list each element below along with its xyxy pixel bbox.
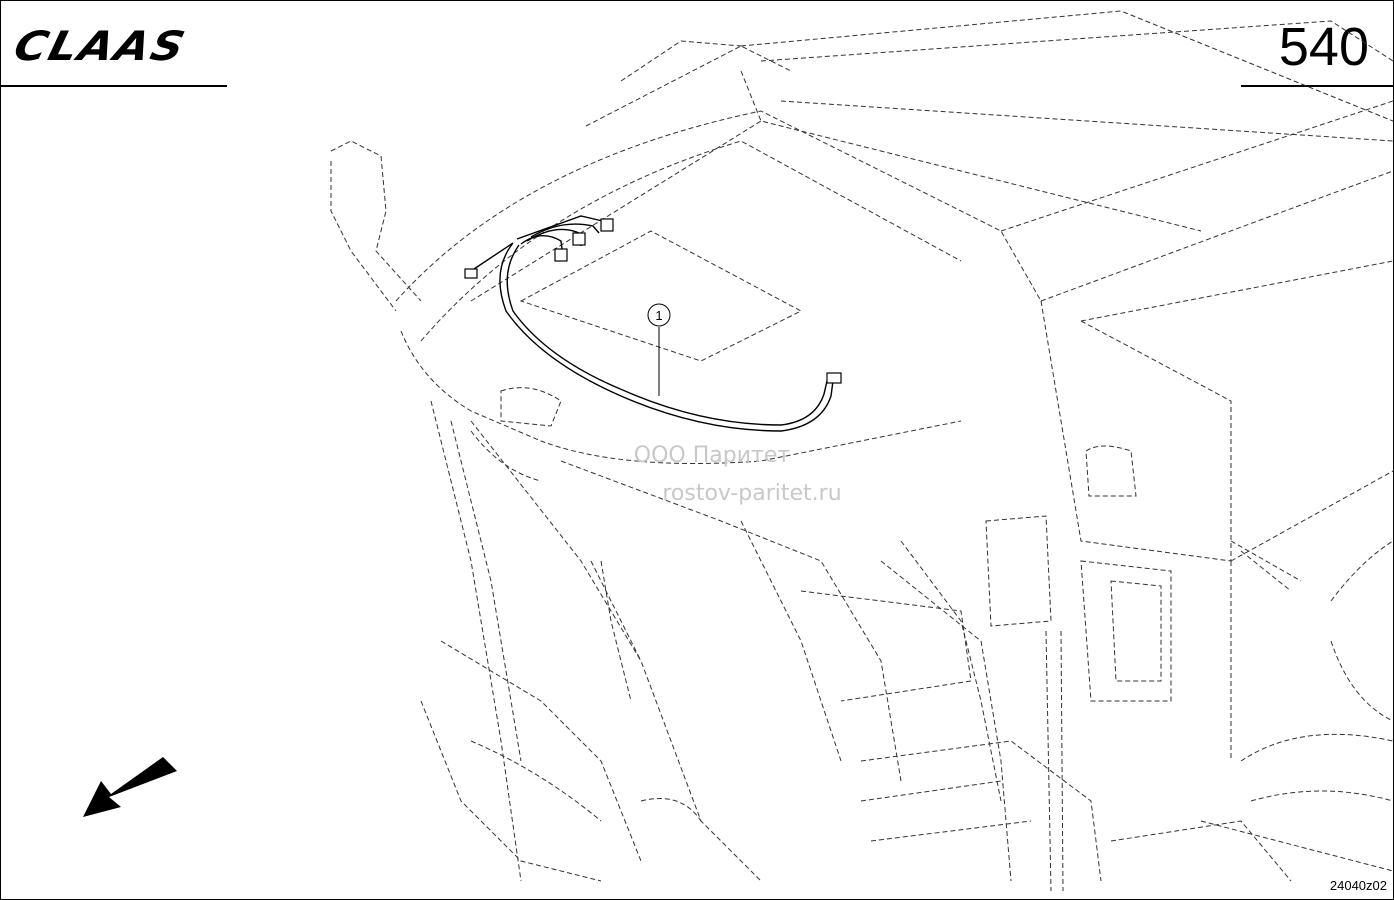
- drawing-code: 24040z02: [1329, 878, 1387, 893]
- background-structure: [330, 10, 1393, 892]
- connector-plug-4: [600, 218, 614, 232]
- logo-underline: [1, 85, 227, 87]
- watermark-url: rostov-paritet.ru: [662, 481, 842, 506]
- connector-plug-3: [572, 232, 586, 246]
- harness-connectors: [464, 218, 842, 384]
- callout-1: 1: [647, 303, 671, 396]
- connector-plug-2: [554, 248, 568, 262]
- callout-label-1: 1: [655, 308, 662, 323]
- wiring-harness: [470, 215, 834, 432]
- arrow-down-left-icon: [83, 757, 177, 817]
- page-number-underline: [1241, 85, 1393, 87]
- connector-plug-5: [826, 372, 842, 384]
- watermark-company: ООО Паритет: [633, 443, 791, 468]
- connector-plug-1: [464, 268, 478, 279]
- page-number: 540: [1278, 17, 1369, 77]
